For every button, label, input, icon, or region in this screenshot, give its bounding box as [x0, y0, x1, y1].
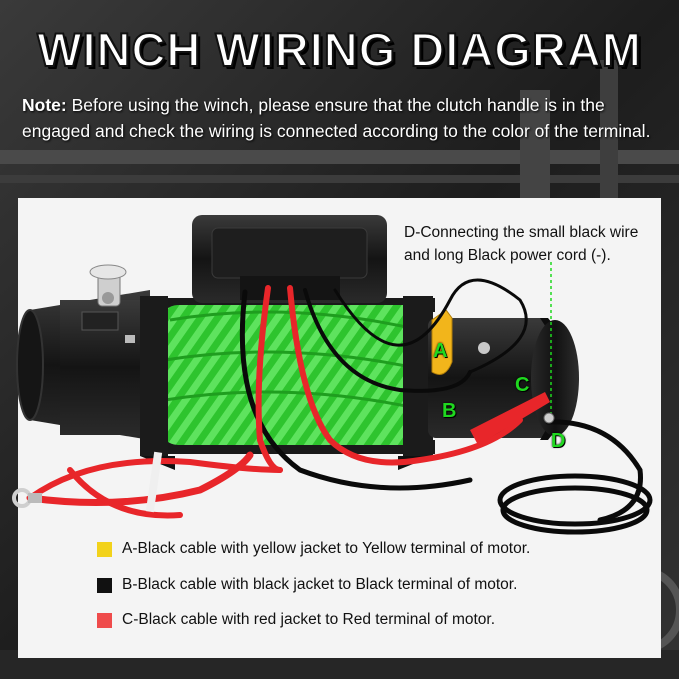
legend-item-a: A-Black cable with yellow jacket to Yell…: [97, 540, 530, 558]
gear-housing: [16, 290, 155, 440]
callout-d-text: D-Connecting the small black wire and lo…: [404, 224, 639, 264]
legend-item-b: B-Black cable with black jacket to Black…: [97, 576, 517, 594]
legend-item-c: C-Black cable with red jacket to Red ter…: [97, 611, 495, 629]
red-terminal-boot: [470, 392, 550, 445]
black-cables: [239, 278, 653, 535]
terminal-label-d: D: [551, 430, 566, 452]
legend-swatch-yellow: [97, 541, 112, 557]
legend-text-a: A-Black cable with yellow jacket to Yell…: [122, 540, 531, 557]
red-cables: [26, 285, 523, 519]
terminal-label-a: A: [433, 340, 448, 362]
terminal-label-c: C: [515, 374, 530, 396]
legend-text-b: B-Black cable with black jacket to Black…: [122, 576, 518, 593]
synthetic-rope-drum: [160, 305, 426, 445]
note-body: Before using the winch, please ensure th…: [22, 95, 651, 141]
clutch-handle-icon: [89, 264, 127, 307]
control-box: [192, 215, 387, 303]
legend-text-c: C-Black cable with red jacket to Red ter…: [122, 611, 496, 628]
note-lead: Note:: [22, 95, 67, 115]
terminal-d-stud: [543, 412, 555, 424]
yellow-terminal: [431, 309, 453, 375]
ring-terminal: [12, 488, 42, 508]
terminal-label-b: B: [442, 400, 457, 422]
legend-swatch-black: [97, 577, 112, 593]
note-text: Note: Before using the winch, please ens…: [22, 92, 662, 144]
side-plate-left: [140, 296, 168, 456]
legend-swatch-red: [97, 612, 112, 628]
page-title: WINCH WIRING DIAGRAM: [36, 22, 642, 77]
zip-tie: [145, 451, 163, 513]
